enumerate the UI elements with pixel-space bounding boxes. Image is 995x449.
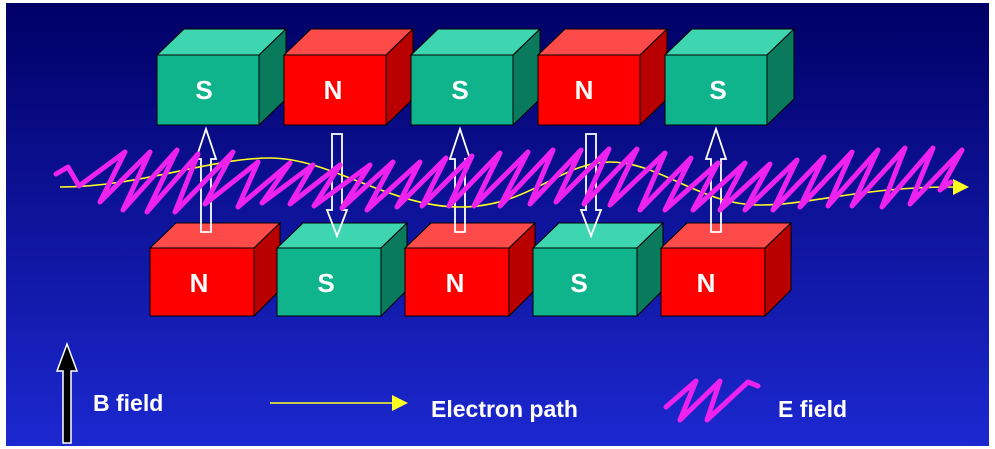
legend-e-field-label: E field — [778, 396, 847, 422]
magnet-front-face — [537, 54, 641, 126]
legend-e-field: E field — [663, 378, 847, 423]
magnet-pole-label: N — [190, 268, 209, 298]
magnet-pole-label: S — [195, 75, 212, 105]
magnet-bottom-5: N — [659, 221, 793, 318]
magnet-bottom-1: N — [148, 221, 282, 318]
magnet-bottom-2: S — [275, 221, 409, 318]
magnet-front-face — [664, 54, 768, 126]
bottom-magnet-row: N S N S — [148, 221, 793, 318]
magnet-pole-label: N — [697, 268, 716, 298]
magnet-top-2: N — [282, 27, 415, 127]
magnet-front-face — [532, 247, 638, 317]
magnet-top-5: S — [663, 27, 796, 127]
magnet-front-face — [149, 247, 255, 317]
magnet-pole-label: N — [575, 75, 594, 105]
b-field-arrow-icon — [55, 341, 79, 444]
field-arrows — [194, 126, 728, 239]
field-arrow-down — [579, 133, 603, 239]
legend-electron-path-label: Electron path — [431, 396, 578, 422]
magnet-bottom-4: S — [531, 221, 665, 318]
magnet-front-face — [283, 54, 387, 126]
legend-electron-path: Electron path — [270, 395, 578, 422]
electron-path-legend-arrowhead — [392, 395, 408, 411]
legend-b-field-label: B field — [93, 390, 163, 416]
magnet-pole-label: S — [451, 75, 468, 105]
magnet-front-face — [276, 247, 382, 317]
magnet-top-4: N — [536, 27, 669, 127]
magnet-top-1: S — [155, 27, 288, 127]
e-field-legend-icon — [663, 378, 761, 423]
magnet-pole-label: S — [709, 75, 726, 105]
field-arrow-up — [448, 126, 472, 233]
magnet-pole-label: N — [446, 268, 465, 298]
field-arrow-up — [704, 126, 728, 233]
magnet-bottom-3: N — [403, 221, 537, 318]
magnet-pole-label: N — [324, 75, 343, 105]
magnet-front-face — [404, 247, 510, 317]
top-magnet-row: S N S N — [155, 27, 796, 127]
magnet-top-3: S — [409, 27, 542, 127]
magnet-pole-label: S — [570, 268, 587, 298]
magnet-front-face — [156, 54, 260, 126]
legend: B field Electron path E field — [55, 341, 847, 444]
electron-path-arrowhead — [953, 179, 969, 195]
electron-path-line — [59, 157, 954, 208]
magnet-front-face — [410, 54, 514, 126]
magnet-front-face — [660, 247, 766, 317]
magnet-pole-label: S — [317, 268, 334, 298]
field-arrow-down — [325, 133, 349, 239]
legend-b-field: B field — [55, 341, 163, 444]
e-field-wave — [53, 145, 965, 215]
field-arrow-up — [194, 126, 218, 233]
